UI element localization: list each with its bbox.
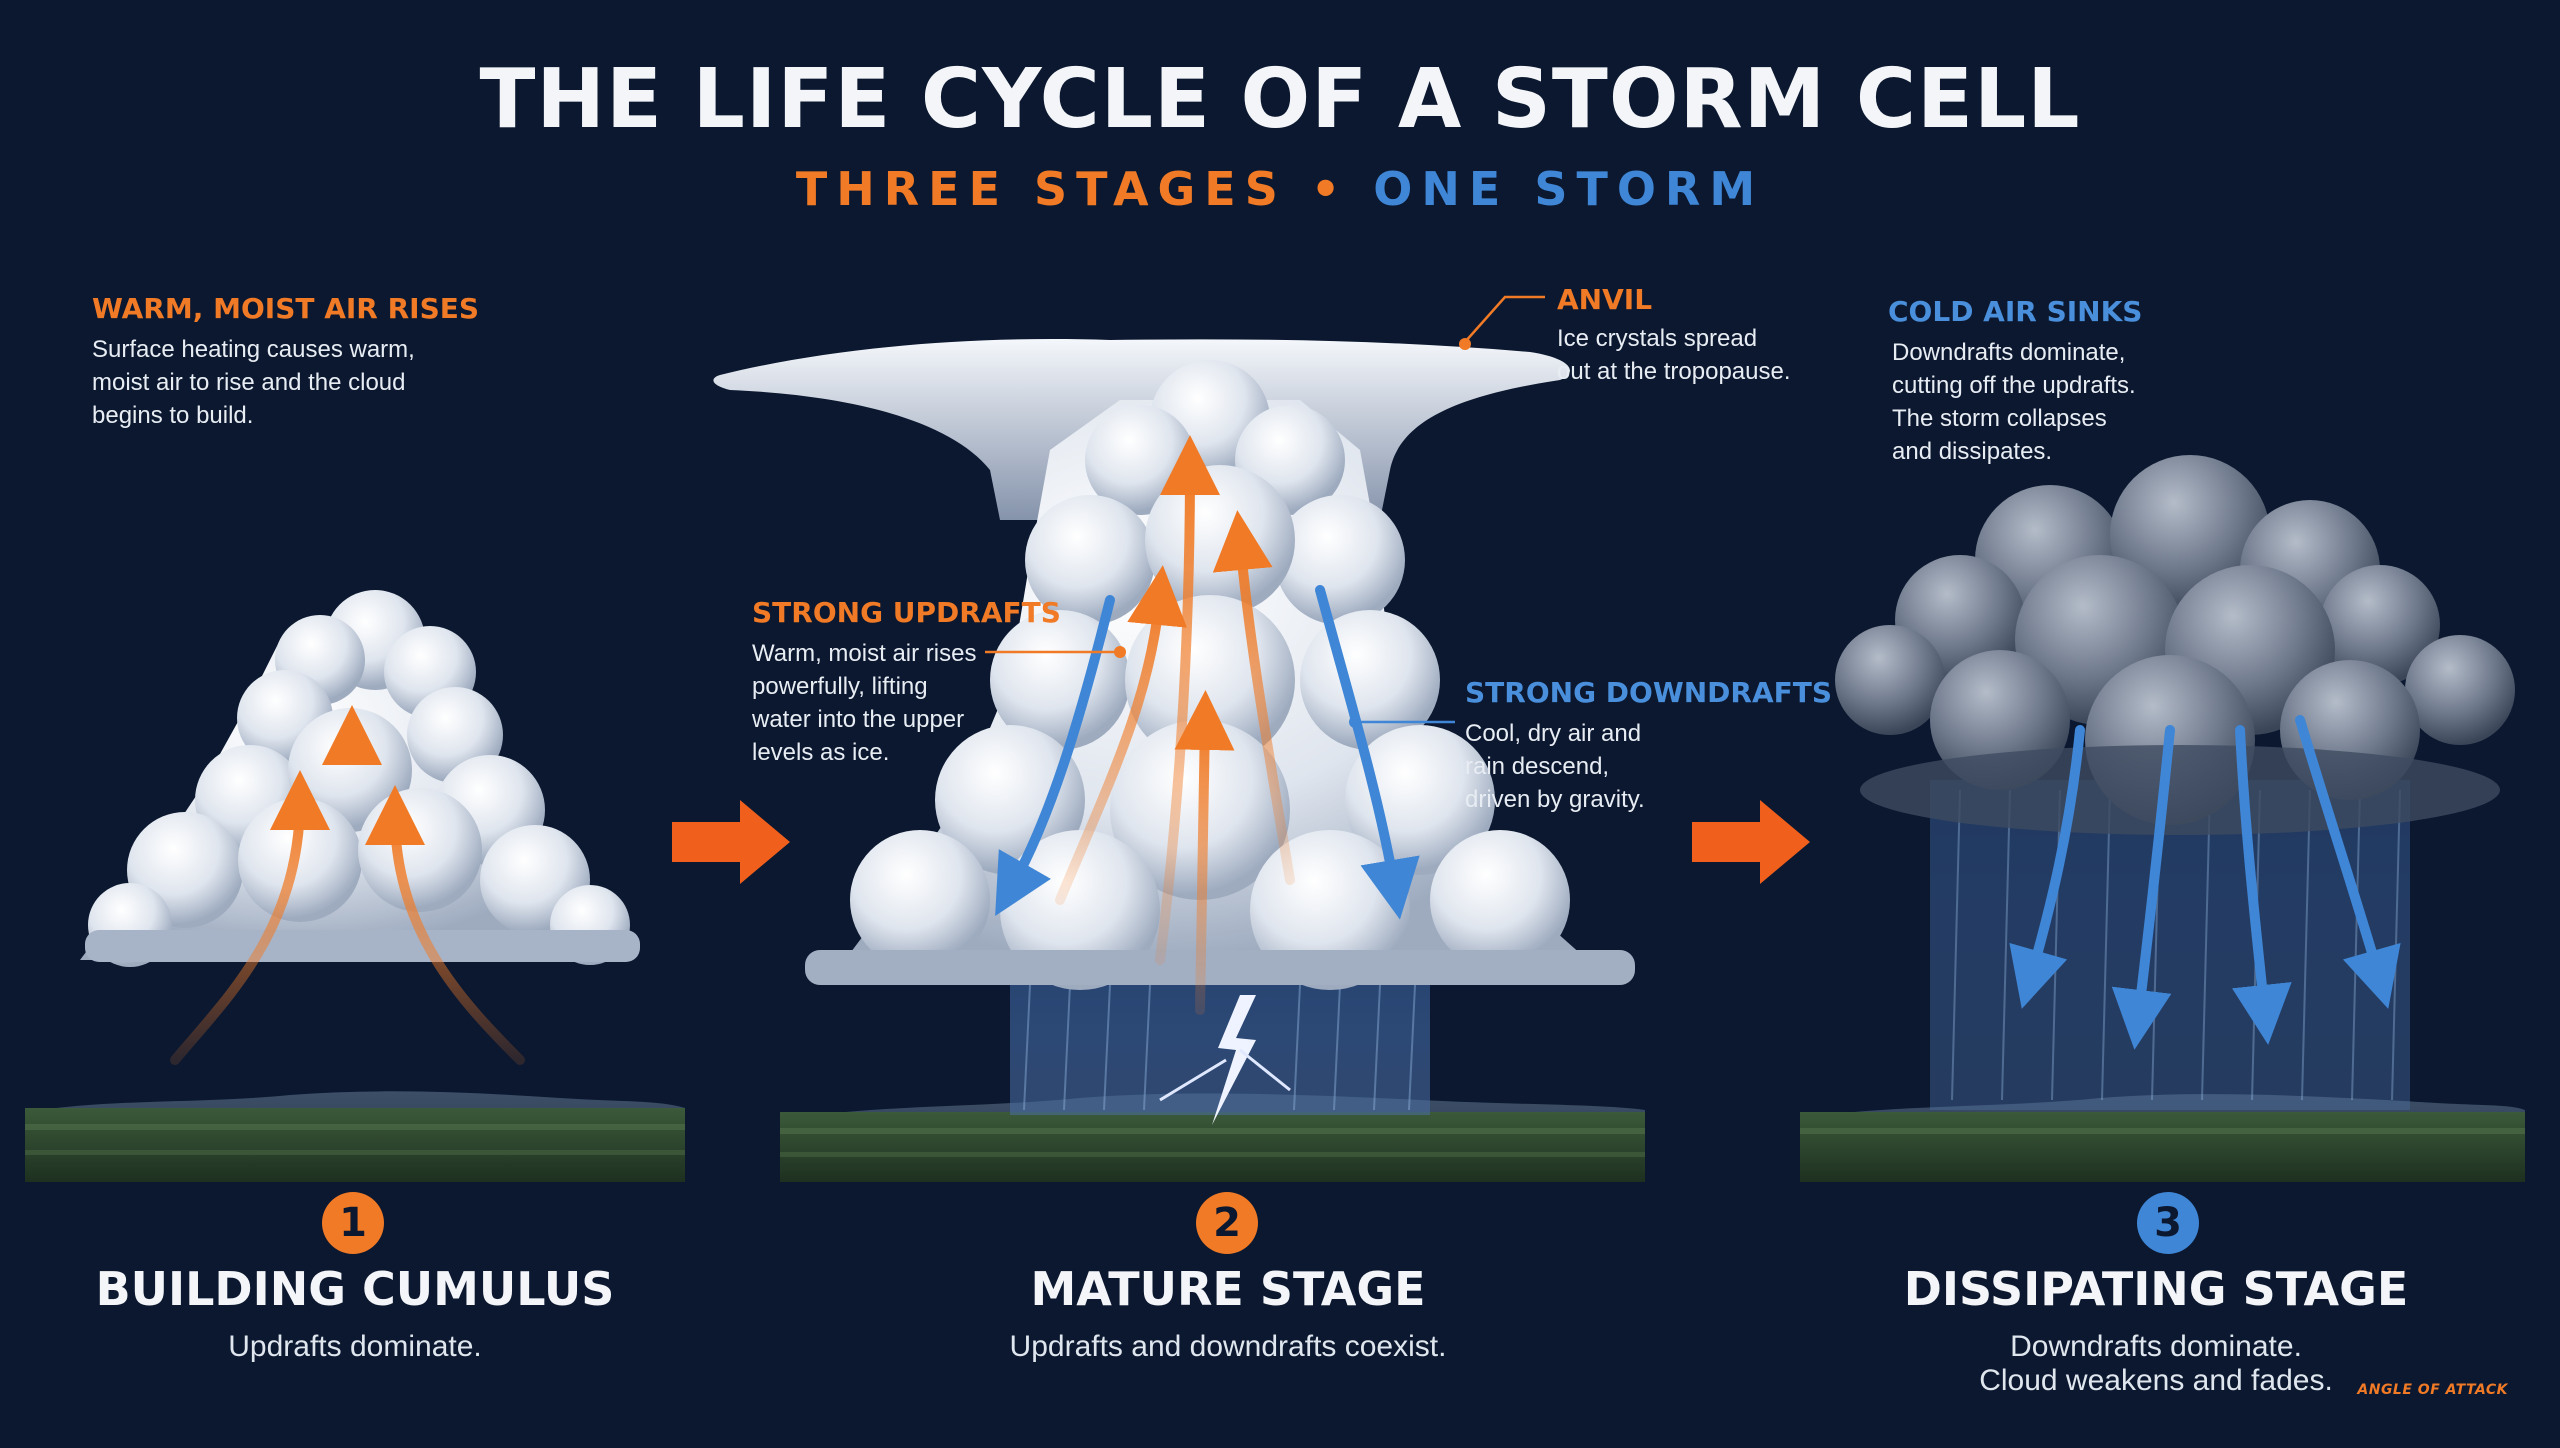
annotation-cold-air-body: Downdrafts dominate, cutting off the upd… [1892,339,2136,465]
page-subtitle: THREE STAGES • ONE STORM [0,162,2560,216]
annotation-strong-downdrafts: STRONG DOWNDRAFTS Cool, dry air and rain… [1465,676,1832,816]
annotation-strong-downdrafts-body: Cool, dry air and rain descend, driven b… [1465,720,1645,813]
stage3-number-badge: 3 [2137,1192,2199,1254]
stage3-landscape [1800,1094,2525,1182]
annotation-warm-air-heading: WARM, MOIST AIR RISES [92,292,480,325]
stage2-downdraft-arrows [995,585,1420,920]
page-title: THE LIFE CYCLE OF A STORM CELL [479,52,2081,147]
annotation-warm-air-body: Surface heating causes warm, moist air t… [92,336,415,429]
annotation-anvil-body: Ice crystals spread out at the tropopaus… [1557,325,1791,385]
annotation-strong-updrafts-heading: STRONG UPDRAFTS [752,596,1061,629]
stage1-updraft-arrows [170,705,525,1090]
subtitle-three-stages: THREE STAGES [795,162,1287,216]
stage3-downdraft-arrows [2009,715,2401,1050]
stage1-description: Updrafts dominate. [228,1330,482,1363]
stage2-number-badge: 2 [1196,1192,1258,1254]
subtitle-separator: • [1310,162,1350,216]
annotation-strong-updrafts-body: Warm, moist air rises powerfully, liftin… [752,640,977,766]
annotation-cold-air: COLD AIR SINKS Downdrafts dominate, cutt… [1888,295,2142,468]
annotation-anvil-heading: ANVIL [1557,283,1653,316]
stage2-title: MATURE STAGE [1030,1262,1426,1316]
lightning-bolt [1159,995,1291,1125]
brand-logo: ANGLE OF ATTACK [2357,1382,2508,1398]
stage3-description: Downdrafts dominate. Cloud weakens and f… [1979,1330,2333,1397]
stage1-cumulus-cloud [80,590,640,967]
stage2-description: Updrafts and downdrafts coexist. [1009,1330,1447,1363]
stage2-updraft-arrows [1055,435,1295,1015]
stage1-number-badge: 1 [322,1192,384,1254]
annotation-strong-updrafts: STRONG UPDRAFTS Warm, moist air rises po… [752,596,1061,769]
annotation-warm-air: WARM, MOIST AIR RISES Surface heating ca… [92,292,479,432]
stage1-landscape [25,1091,685,1182]
stage1-title: BUILDING CUMULUS [95,1262,615,1316]
annotation-anvil: ANVIL Ice crystals spread out at the tro… [1557,283,1791,388]
subtitle-one-storm: ONE STORM [1373,162,1765,216]
transition-arrow-1 [672,800,790,884]
stage3-title: DISSIPATING STAGE [1903,1262,2409,1316]
annotation-leader-lines [985,295,1545,728]
annotation-strong-downdrafts-heading: STRONG DOWNDRAFTS [1465,676,1833,709]
transition-arrow-2 [1692,800,1810,884]
stage3-dissipating-cloud [1835,455,2515,835]
annotation-cold-air-heading: COLD AIR SINKS [1888,295,2143,328]
